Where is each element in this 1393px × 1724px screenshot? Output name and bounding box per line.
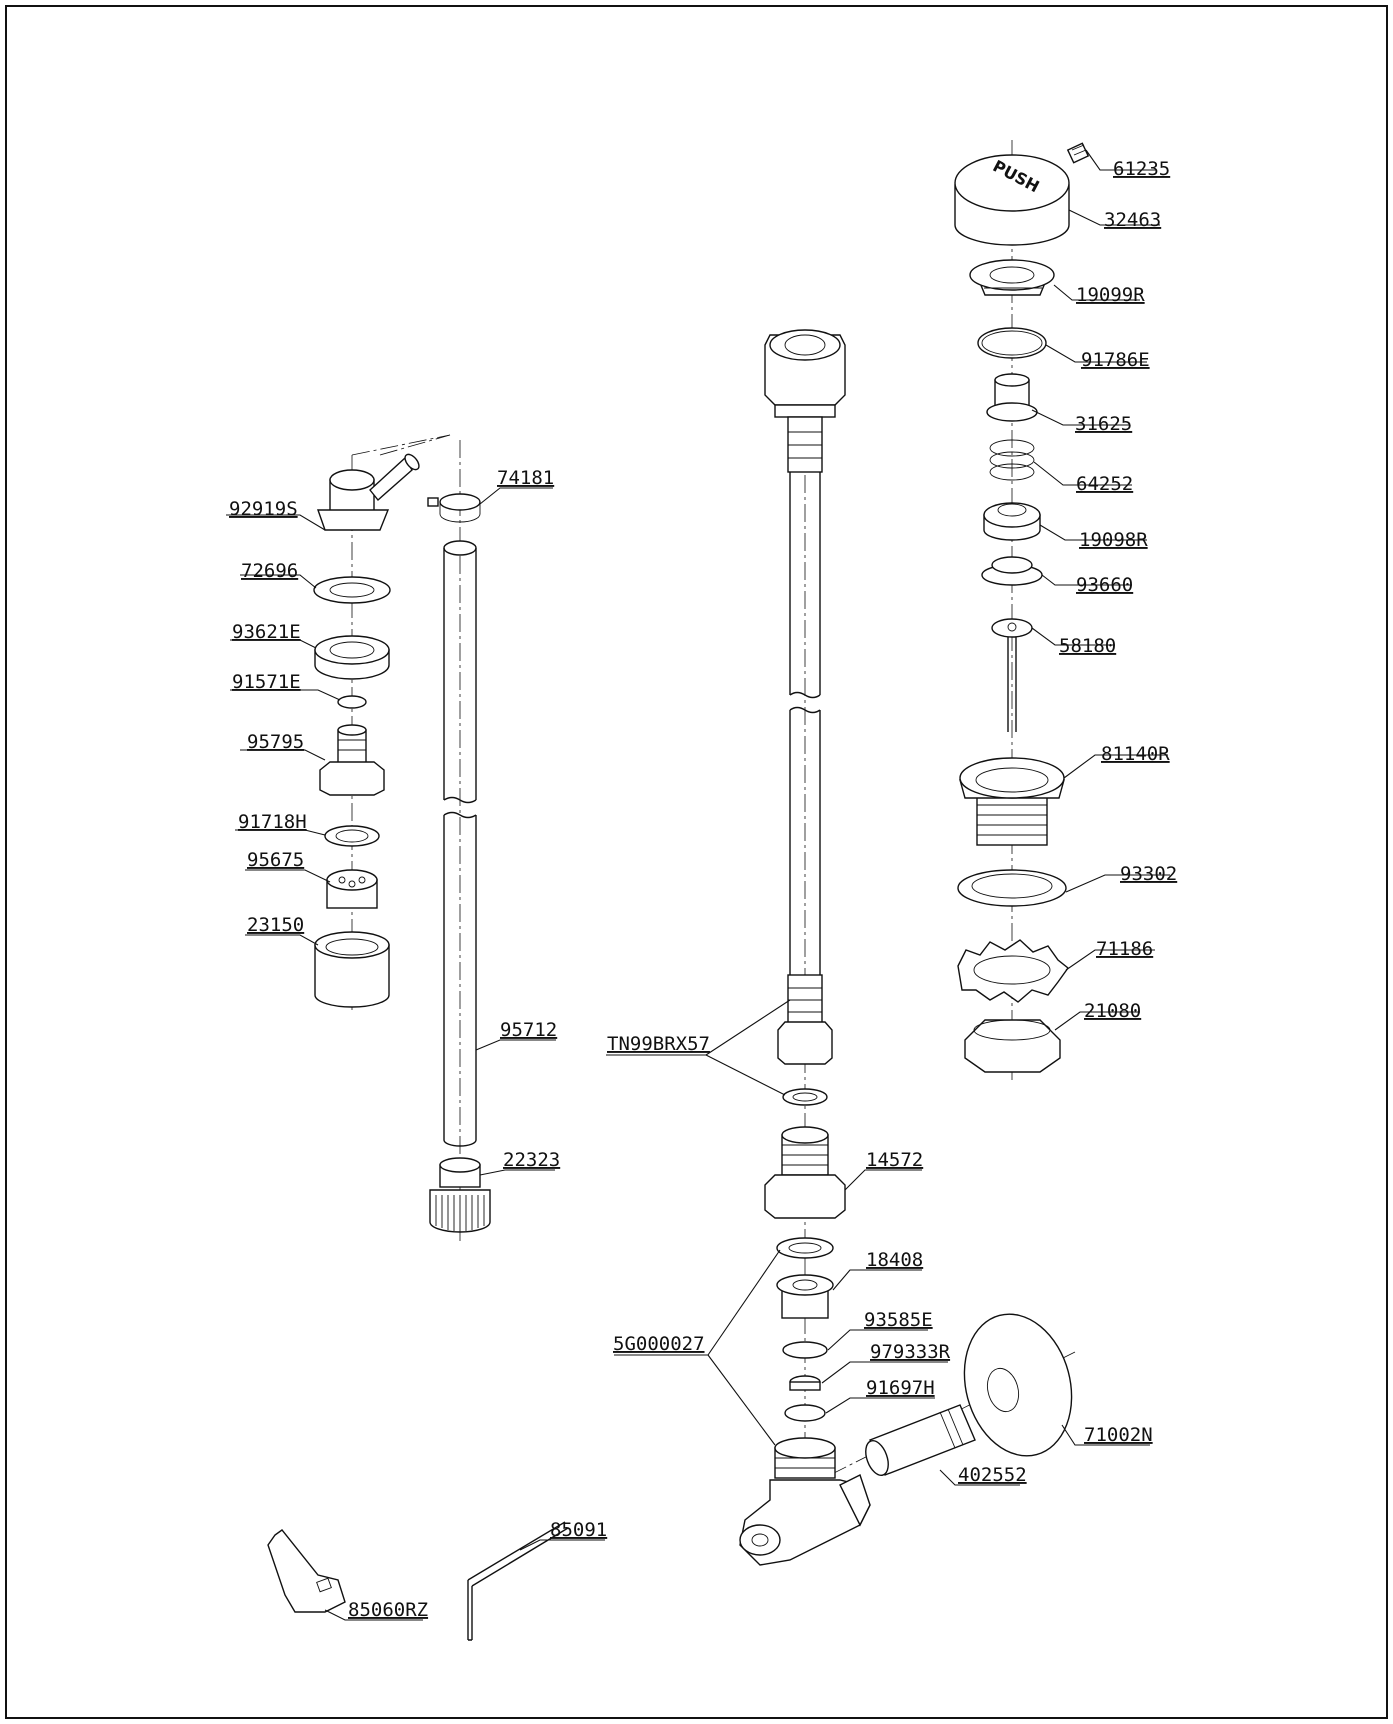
- part-402552-nipple: [865, 1404, 976, 1476]
- part-93660: [981, 556, 1043, 586]
- label-93621E: 93621E: [232, 621, 301, 643]
- part-979333R: [789, 1375, 821, 1391]
- part-22323-nut: [429, 1157, 491, 1233]
- label-979333R: 979333R: [870, 1341, 951, 1363]
- part-71186-lockwasher: [957, 939, 1069, 1003]
- part-95712-tube: [443, 540, 477, 1147]
- hose-gasket: [782, 1088, 828, 1106]
- tube-assembly: [427, 493, 491, 1233]
- part-14572: [764, 1126, 846, 1219]
- label-402552: 402552: [958, 1464, 1027, 1486]
- part-labels: 61235 32463 19099R 91786E 31625 64252 19…: [229, 158, 1177, 1621]
- label-91697H: 91697H: [866, 1377, 935, 1399]
- part-19099R: [969, 259, 1055, 296]
- label-95675: 95675: [247, 849, 304, 871]
- label-19099R: 19099R: [1076, 284, 1145, 306]
- label-21080: 21080: [1084, 1000, 1141, 1022]
- part-32463-push-cap: PUSH: [954, 154, 1070, 246]
- label-74181: 74181: [497, 467, 554, 489]
- label-91786E: 91786E: [1081, 349, 1150, 371]
- part-31625: [986, 373, 1038, 422]
- center-washer-1: [776, 1237, 834, 1259]
- label-58180: 58180: [1059, 635, 1116, 657]
- right-assembly: PUSH: [954, 142, 1090, 1073]
- label-72696: 72696: [241, 560, 298, 582]
- center-lines: [351, 140, 1076, 1476]
- part-TN99BRX57-hose: [777, 472, 833, 1065]
- label-23150: 23150: [247, 914, 304, 936]
- part-91697H-ring: [784, 1404, 826, 1422]
- part-61235-screw: [1066, 142, 1090, 164]
- label-91718H: 91718H: [238, 811, 307, 833]
- part-18408: [776, 1274, 834, 1319]
- part-91786E-ring: [977, 327, 1047, 359]
- label-92919S: 92919S: [229, 498, 298, 520]
- label-85060RZ: 85060RZ: [348, 1599, 428, 1621]
- leader-lines: [226, 149, 1170, 1621]
- part-5G000027-valve-body: [739, 1437, 871, 1566]
- part-92919S-elbow: [317, 453, 420, 531]
- label-61235: 61235: [1113, 158, 1170, 180]
- part-21080-hexnut: [964, 1019, 1061, 1073]
- label-71002N: 71002N: [1084, 1424, 1153, 1446]
- part-23150-cap: [314, 931, 390, 1008]
- part-93302-washer: [957, 869, 1067, 907]
- part-74181-clamp: [427, 493, 481, 523]
- label-95795: 95795: [247, 731, 304, 753]
- part-72696-washer: [313, 576, 391, 604]
- part-71002N-escutcheon: [963, 1313, 1073, 1457]
- part-64252-spring: [989, 439, 1035, 481]
- label-71186: 71186: [1096, 938, 1153, 960]
- tools: [267, 1521, 569, 1641]
- hose-top-head: [764, 329, 846, 473]
- part-85091-hexkey: [467, 1521, 569, 1641]
- label-19098R: 19098R: [1079, 529, 1148, 551]
- part-95795-fitting: [319, 724, 385, 796]
- label-93302: 93302: [1120, 863, 1177, 885]
- label-85091: 85091: [550, 1519, 607, 1541]
- label-14572: 14572: [866, 1149, 923, 1171]
- part-91571E-ring: [337, 695, 367, 709]
- part-93621E-ring: [314, 635, 390, 680]
- label-81140R: 81140R: [1101, 743, 1170, 765]
- part-93585E-ring: [782, 1341, 828, 1359]
- label-5G000027: 5G000027: [613, 1333, 705, 1355]
- drawing-frame: [5, 5, 1388, 1719]
- label-91571E: 91571E: [232, 671, 301, 693]
- part-81140R: [959, 757, 1065, 846]
- left-assembly: [313, 453, 420, 1008]
- part-95675-insert: [326, 869, 378, 909]
- center-assembly: [739, 329, 1073, 1566]
- label-32463: 32463: [1104, 209, 1161, 231]
- label-TN99BRX57: TN99BRX57: [607, 1033, 710, 1055]
- label-64252: 64252: [1076, 473, 1133, 495]
- part-85060RZ-key: [267, 1529, 346, 1613]
- part-91718H-washer: [324, 825, 380, 847]
- part-19098R: [983, 502, 1041, 541]
- label-31625: 31625: [1075, 413, 1132, 435]
- label-93585E: 93585E: [864, 1309, 933, 1331]
- label-93660: 93660: [1076, 574, 1133, 596]
- part-58180: [991, 618, 1033, 732]
- label-95712: 95712: [500, 1019, 557, 1041]
- label-22323: 22323: [503, 1149, 560, 1171]
- label-18408: 18408: [866, 1249, 923, 1271]
